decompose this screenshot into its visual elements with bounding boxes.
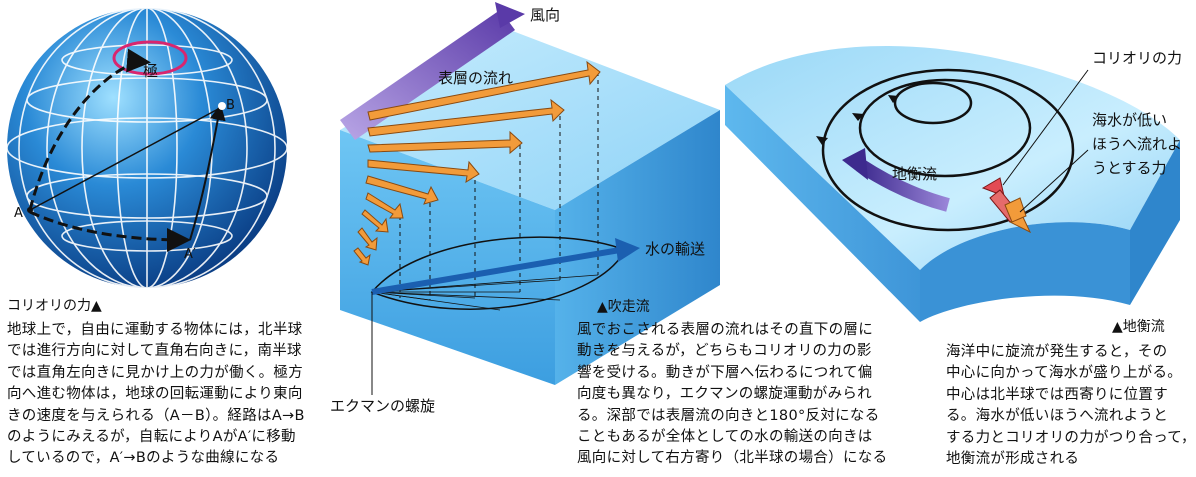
paragraph-line: では進行方向に対して直角右向きに，南半球: [7, 343, 302, 360]
wind-label: 風向: [530, 6, 561, 24]
coriolis-paragraph: 地球上で，自由に運動する物体には，北半球 では進行方向に対して直角右向きに，南半…: [7, 320, 305, 470]
transport-label: 水の輸送: [645, 240, 706, 258]
pressure-label: 海水が低い ほうへ流れよ うとする力: [1092, 108, 1182, 180]
drift-block: [340, 2, 720, 395]
geo-block-front-left: [725, 85, 920, 322]
coriolis-label: コリオリの力: [1092, 49, 1183, 67]
paragraph-line: 風向に対して右方寄り（北半球の場合）になる: [577, 450, 888, 467]
geo-block-front-right: [920, 222, 1130, 322]
drift-paragraph: 風でおこされる表層の流れはその直下の層に 動きを与えるが，どちらもコリオリの力の…: [577, 320, 887, 470]
path-a-prime-to-b: [189, 104, 226, 241]
pressure-label-line: うとする力: [1092, 159, 1167, 177]
paragraph-line: 地球上で，自由に運動する物体には，北半球: [7, 322, 303, 338]
geostrophic-caption: ▲地衡流: [1112, 319, 1165, 335]
surface-current-label: 表層の流れ: [438, 69, 514, 87]
paragraph-line: こともあるが全体としての水の輸送の向きは: [577, 428, 873, 445]
paragraph-line: のようにみえるが，自転によりAがA′に移動: [7, 428, 296, 445]
paragraph-line: では直角左向きに見かけ上の力が働く。極方: [7, 364, 303, 381]
geo-block-top: [725, 46, 1180, 270]
point-b-dot: [218, 102, 226, 110]
paragraph-line: 向へ進む物体は，地球の回転運動により東向: [7, 386, 303, 403]
gyre-arrow-middle: [852, 113, 864, 121]
wind-arrow-head: [495, 2, 525, 28]
point-a-prime-label: A′: [184, 247, 196, 262]
coriolis-caption: コリオリの力▲: [7, 298, 102, 314]
pressure-label-line: ほうへ流れよ: [1092, 135, 1183, 153]
transport-arrow-head: [615, 238, 640, 262]
gyre-arrow-inner: [888, 95, 899, 103]
geo-block-side: [1130, 140, 1180, 305]
paragraph-line: する力とコリオリの力がつり合って，: [946, 429, 1196, 446]
geostrophic-label: 地衡流: [892, 165, 938, 183]
paragraph-line: る。深部では表層流の向きと180°反対になる: [577, 407, 880, 424]
paragraph-line: しているので，A′→Bのような曲線になる: [7, 450, 280, 467]
ekman-label: エクマンの螺旋: [330, 397, 436, 415]
geostrophic-paragraph: 海洋中に旋流が発生すると，その 中心に向かって海水が盛り上がる。 中心は北半球で…: [946, 342, 1196, 470]
paragraph-line: 海洋中に旋流が発生すると，その: [946, 344, 1168, 360]
transport-arrow: [371, 247, 621, 295]
paragraph-line: きの速度を与えられる（A－B）。経路はA→B: [7, 407, 305, 424]
point-a-label: A: [14, 206, 23, 221]
paragraph-line: 地衡流が形成される: [946, 450, 1080, 467]
paragraph-line: 向度も異なり，エクマンの螺旋運動がみられ: [577, 386, 872, 403]
point-b-label: B: [226, 98, 235, 113]
paragraph-line: 中心は北半球では西寄りに位置す: [946, 386, 1168, 403]
point-a-dot: [27, 207, 33, 213]
drift-caption: ▲吹走流: [597, 299, 650, 315]
paragraph-line: る。海水が低いほうへ流れようと: [946, 408, 1168, 425]
paragraph-line: 風でおこされる表層の流れはその直下の層に: [577, 322, 873, 338]
paragraph-line: 中心に向かって海水が盛り上がる。: [946, 365, 1183, 382]
path-a-to-pole: [28, 48, 151, 211]
paragraph-line: 響を受ける。動きが下層へ伝わるにつれて偏: [577, 364, 873, 381]
ekman-arrows: [353, 60, 601, 266]
drift-block-front: [340, 130, 555, 385]
paragraph-line: 動きを与えるが，どちらもコリオリの力の影: [577, 343, 872, 360]
pressure-pointer: [1019, 149, 1089, 213]
geo-gyre: [821, 68, 1075, 232]
path-a-to-b: [29, 107, 221, 211]
pole-label: 極: [143, 62, 159, 80]
geo-block: [725, 46, 1180, 322]
gyre-arrow-outer: [816, 136, 828, 145]
pole-ring: [112, 40, 188, 76]
globe: [6, 7, 288, 289]
path-a-to-a-prime: [29, 210, 191, 252]
geostrophic-arrow-head: [842, 148, 868, 180]
coriolis-pointer: [1002, 69, 1089, 186]
wind-arrow: [340, 10, 515, 140]
pressure-label-line: 海水が低い: [1092, 111, 1168, 129]
coriolis-force-arrow: [1004, 197, 1027, 223]
